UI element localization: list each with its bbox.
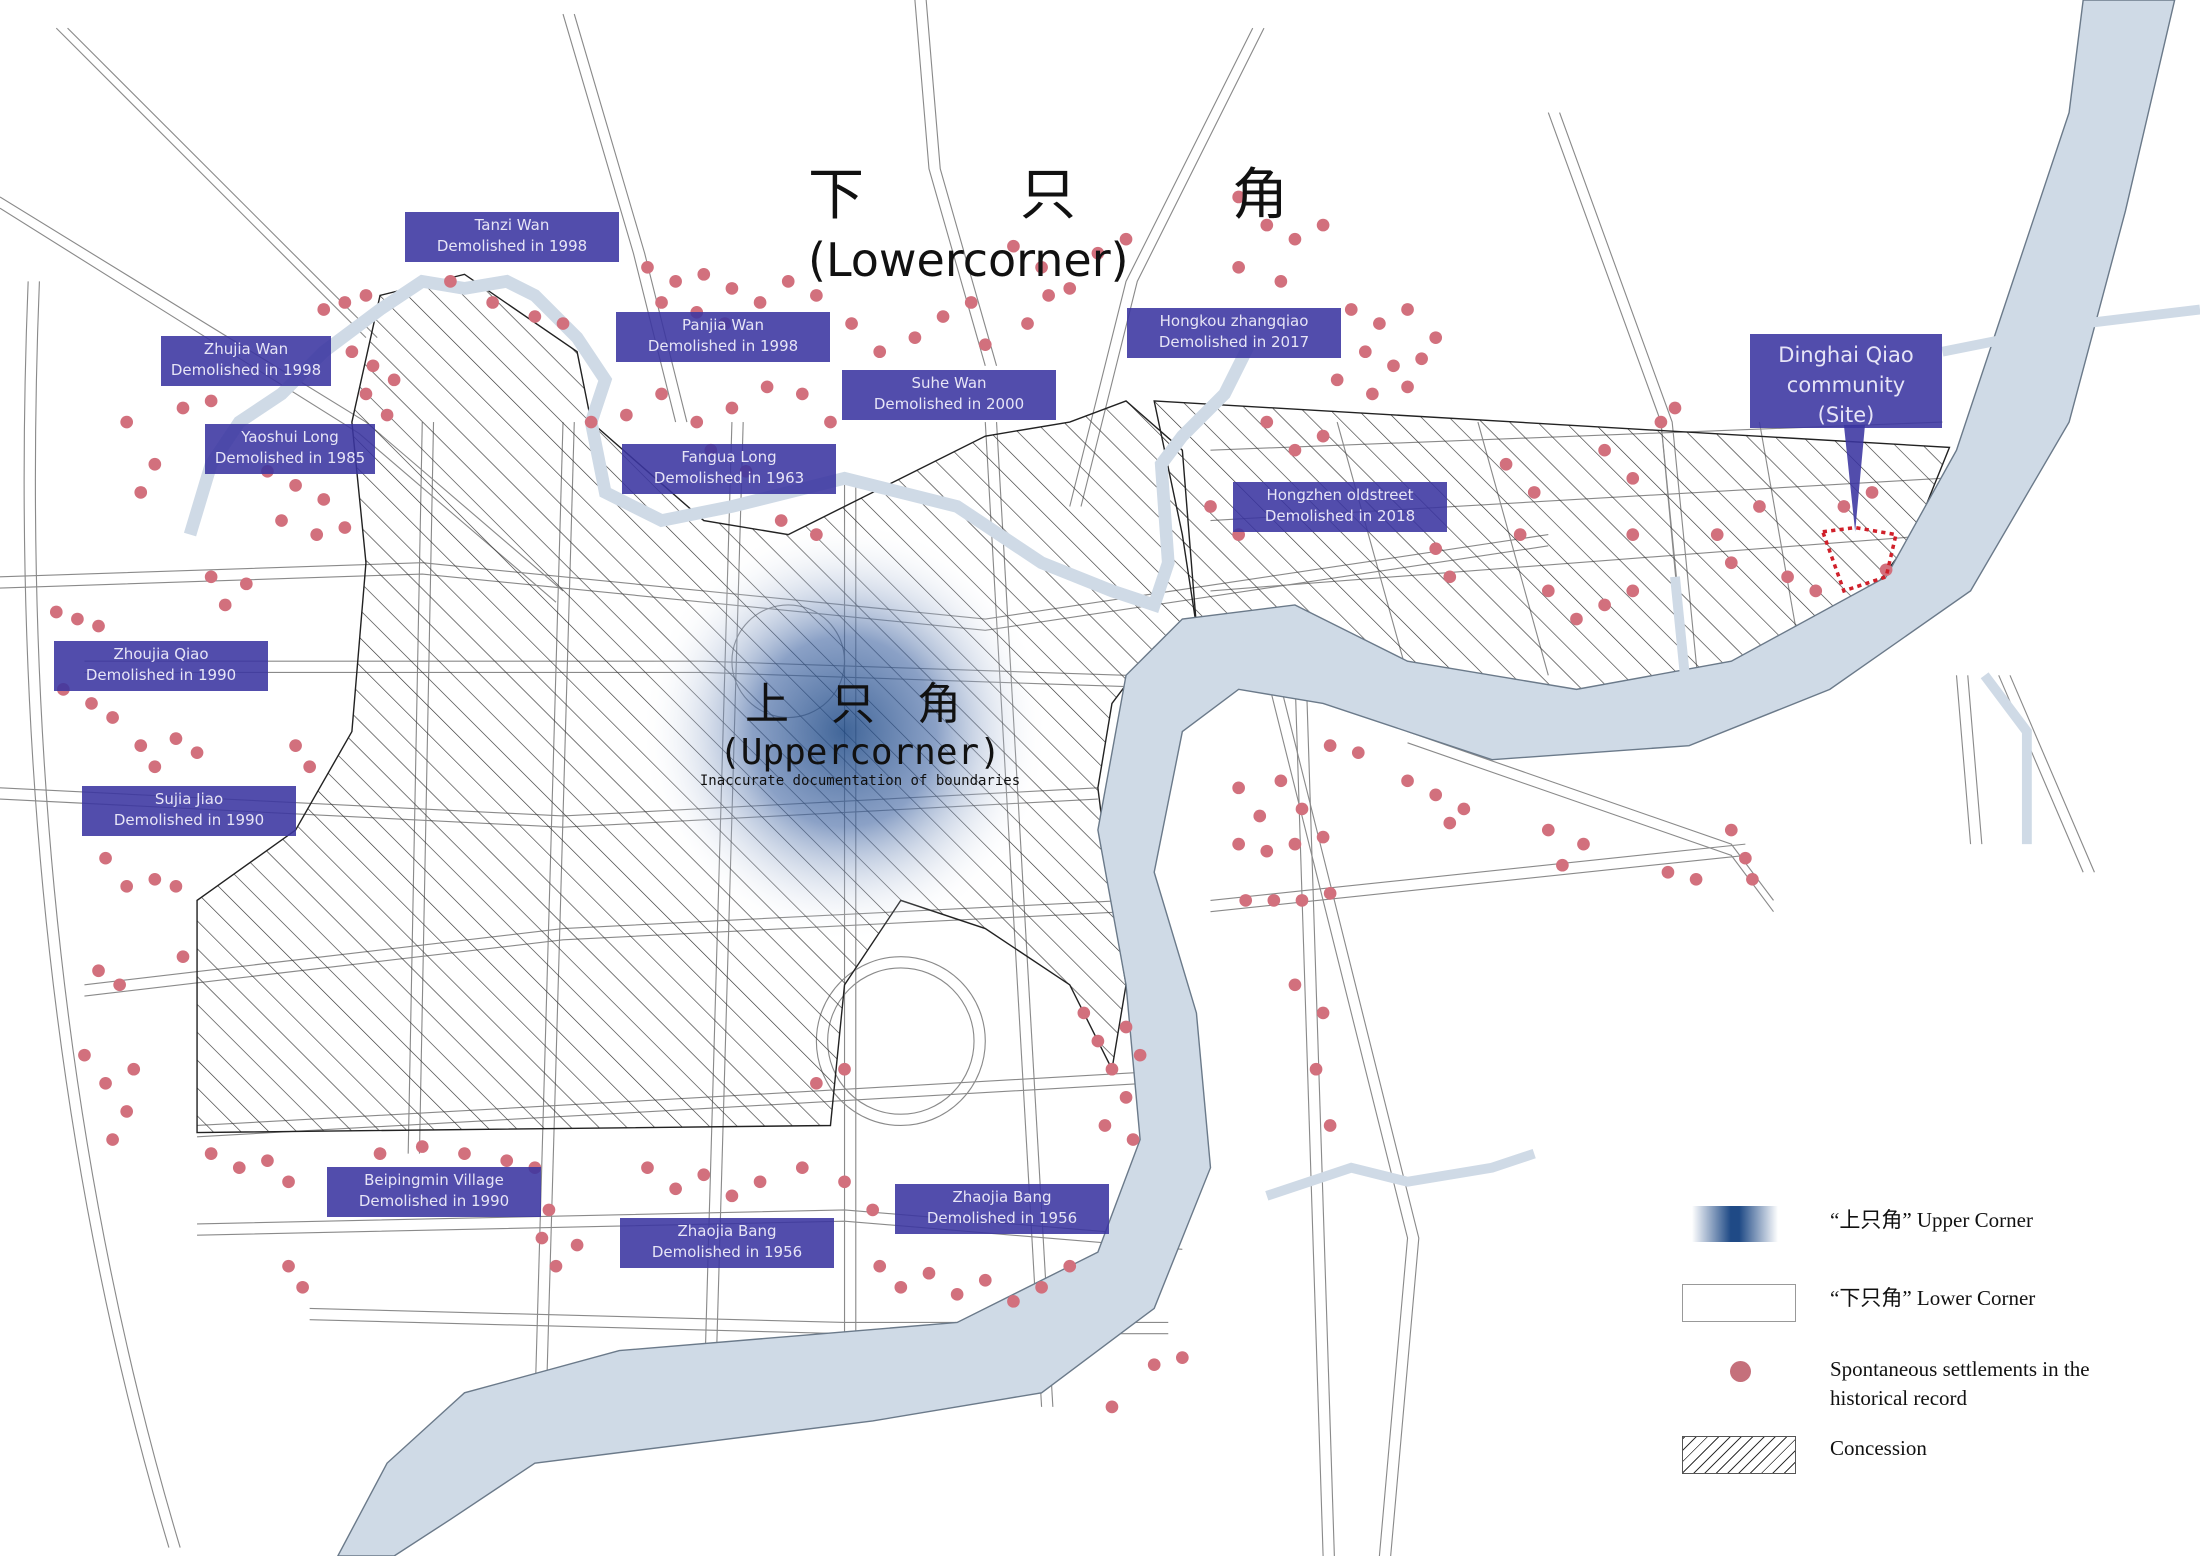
- callout-status: Demolished in 1956: [926, 1209, 1078, 1227]
- upper-corner-en: (Uppercorner): [719, 732, 1001, 773]
- callout-status: Demolished in 1998: [647, 337, 799, 355]
- settlement-dots: [49, 190, 1893, 1414]
- callout-name: Sujia Jiao: [154, 790, 224, 808]
- callout-status: Demolished in 1985: [214, 449, 366, 467]
- callout-name: Zhoujia Qiao: [113, 645, 209, 663]
- lower-corner-title: 下 只 角 (Lowercorner): [808, 150, 1338, 287]
- callout-name: Fangua Long: [681, 448, 777, 466]
- callout-name: Hongkou zhangqiao: [1159, 312, 1309, 330]
- callout-status: Demolished in 1956: [651, 1243, 803, 1261]
- callout-name: Panjia Wan: [682, 316, 764, 334]
- white-box-swatch: [1682, 1284, 1796, 1322]
- huangpu-river: [337, 0, 2176, 1556]
- hatched-box-swatch: [1682, 1436, 1796, 1474]
- site-boundary: [1820, 525, 1899, 594]
- callout-status: Demolished in 1963: [653, 469, 805, 487]
- callout-status: Demolished in 2000: [873, 395, 1025, 413]
- red-dot-icon: [1730, 1361, 1751, 1382]
- callout-name: Zhujia Wan: [203, 340, 289, 358]
- callout-status: Demolished in 1990: [358, 1192, 510, 1210]
- callout-name: Zhaojia Bang: [952, 1188, 1052, 1206]
- callout-status: Demolished in 1998: [436, 237, 588, 255]
- site-line-1: Dinghai Qiao: [1778, 343, 1914, 367]
- legend-label: “下只角” Lower Corner: [1830, 1286, 2036, 1310]
- callout-status: Demolished in 1998: [170, 361, 322, 379]
- legend-label: Concession: [1830, 1436, 1927, 1460]
- lower-corner-cjk: 下 只 角: [808, 163, 1338, 228]
- callout-name: Hongzhen oldstreet: [1266, 486, 1414, 504]
- suzhou-creek: [183, 274, 1259, 613]
- blue-gradient-swatch: [1692, 1206, 1778, 1242]
- site-line-2: community: [1786, 373, 1906, 397]
- callout-name: Beipingmin Village: [364, 1171, 504, 1189]
- legend-label: Spontaneous settlements in the historica…: [1830, 1357, 2090, 1410]
- callout-status: Demolished in 1990: [113, 811, 265, 829]
- upper-corner-cjk: 上 只 角: [745, 679, 975, 730]
- upper-corner-title: 上 只 角 (Uppercorner) Inaccurate documenta…: [680, 668, 1040, 789]
- callout-name: Zhaojia Bang: [677, 1222, 777, 1240]
- callout-dinghai-qiao-site[interactable]: Dinghai Qiao community (Site): [1750, 334, 1942, 428]
- callout-name: Tanzi Wan: [474, 216, 550, 234]
- rivers: [183, 0, 2200, 1556]
- callout-status: Demolished in 2018: [1264, 507, 1416, 525]
- upper-corner-note: Inaccurate documentation of boundaries: [699, 773, 1021, 789]
- callout-status: Demolished in 1990: [85, 666, 237, 684]
- site-line-3: (Site): [1817, 403, 1875, 427]
- callout-name: Yaoshui Long: [241, 428, 339, 446]
- callout-name: Suhe Wan: [911, 374, 987, 392]
- upper-corner-zone: [640, 520, 1049, 943]
- callout-status: Demolished in 2017: [1158, 333, 1310, 351]
- legend-label: “上只角” Upper Corner: [1830, 1208, 2033, 1232]
- site-pointer: [1843, 424, 1866, 532]
- lower-corner-en: (Lowercorner): [808, 233, 1129, 287]
